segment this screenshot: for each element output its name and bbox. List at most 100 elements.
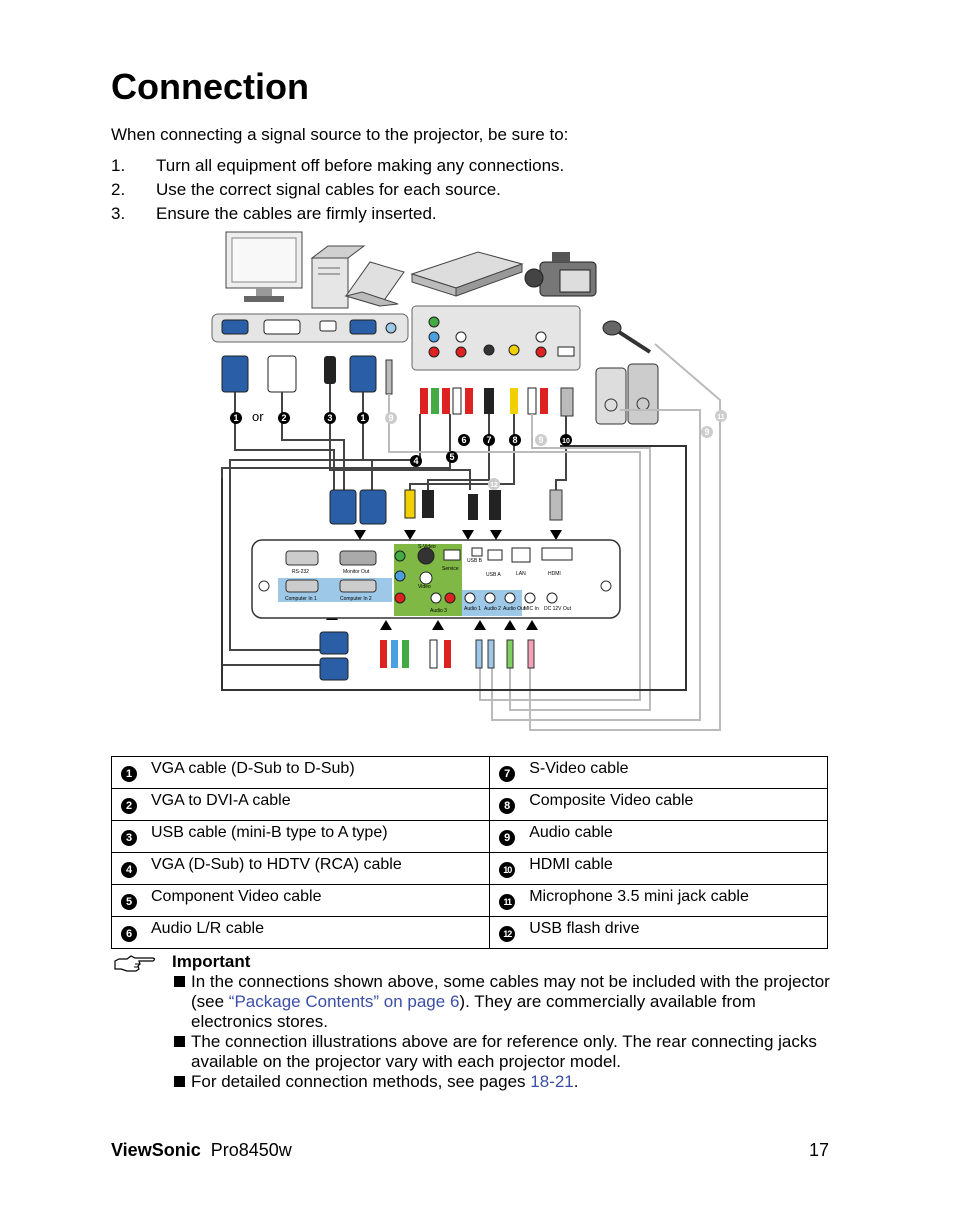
table-row: 1 VGA cable (D-Sub to D-Sub) 7 S-Video cab… (110, 756, 828, 789)
legend-number: 7 (499, 766, 516, 782)
legend-text: S-Video cable (529, 760, 629, 777)
note-text: In the connections shown above, some cab… (191, 972, 830, 1011)
marker-number: 3 (327, 413, 332, 423)
port-label-computer-in-2: Computer In 2 (340, 596, 372, 602)
bullet-icon (174, 1076, 185, 1087)
step-number: 3. (111, 204, 126, 223)
marker-number: 9 (538, 435, 543, 445)
port-label-lan: LAN (516, 571, 526, 577)
legend-number: 12 (499, 926, 516, 942)
note-text: For detailed connection methods, see pag… (191, 1072, 531, 1091)
port-label-video: Video (418, 584, 431, 590)
step-text: Ensure the cables are firmly inserted. (156, 204, 437, 223)
legend-number: 11 (499, 894, 516, 910)
port-label-usb-a: USB A (486, 572, 501, 578)
marker-number: 10 (562, 438, 570, 445)
legend-number: 2 (121, 798, 137, 814)
step-text: Turn all equipment off before making any… (156, 156, 565, 175)
pointing-hand-icon (114, 955, 156, 972)
page-title: Connection (111, 66, 309, 107)
important-notes: In the connections shown above, some cab… (172, 972, 832, 1092)
legend-number: 10 (499, 862, 516, 878)
page-number: 17 (809, 1140, 830, 1160)
port-label-s-video: S-Video (418, 544, 436, 550)
marker-number: 11 (717, 414, 725, 421)
legend-text: Component Video cable (151, 888, 322, 905)
note-text: ). They are commercially available from … (191, 992, 756, 1031)
note-text: The connection illustrations above are f… (191, 1032, 817, 1071)
camcorder-illustration (524, 252, 597, 297)
port-label-monitor-out: Monitor Out (343, 569, 370, 575)
port-label-usb-b: USB B (467, 558, 483, 564)
port-label-hdmi: HDMI (548, 571, 561, 577)
marker-number: 1 (360, 413, 365, 423)
marker-number: 6 (461, 435, 466, 445)
port-label-audio-3: Audio 3 (430, 608, 447, 614)
footer-brand: ViewSonic (111, 1140, 201, 1160)
marker-number: 8 (512, 435, 517, 445)
step-number: 2. (111, 180, 126, 199)
legend-number: 9 (499, 830, 516, 846)
monitor-illustration (225, 231, 303, 302)
marker-number: 2 (281, 413, 286, 423)
bullet-icon (174, 976, 185, 987)
legend-text: VGA cable (D-Sub to D-Sub) (151, 760, 355, 777)
table-row: 2 VGA to DVI-A cable 8 Composite Video cab… (110, 788, 828, 821)
or-label: or (252, 409, 264, 424)
table-row: 4 VGA (D-Sub) to HDTV (RCA) cable 10 HDMI … (110, 852, 828, 885)
port-label-rs232: RS-232 (292, 569, 309, 575)
port-label-audio-2: Audio 2 (484, 606, 501, 612)
marker-number: 7 (486, 435, 491, 445)
legend-number: 4 (121, 862, 137, 878)
legend-text: VGA to DVI-A cable (151, 792, 291, 809)
port-label-dc-out: DC 12V Out (544, 606, 572, 612)
port-label-audio-1: Audio 1 (464, 606, 481, 612)
legend-number: 6 (121, 926, 137, 942)
microphone-illustration (602, 320, 652, 354)
note-text: . (573, 1072, 579, 1091)
legend-text: HDMI cable (529, 856, 613, 873)
footer: ViewSonic Pro8450w (111, 1140, 292, 1161)
intro-text: When connecting a signal source to the p… (111, 125, 569, 144)
desktop-pc-illustration (310, 245, 366, 309)
legend-number: 3 (121, 830, 137, 846)
marker-number: 12 (490, 482, 498, 489)
note-item: In the connections shown above, some cab… (172, 972, 832, 1032)
step-text: Use the correct signal cables for each s… (156, 180, 501, 199)
legend-text: VGA (D-Sub) to HDTV (RCA) cable (151, 856, 402, 873)
legend-number: 1 (121, 766, 137, 782)
legend-text: Microphone 3.5 mini jack cable (529, 888, 749, 905)
marker-number: 1 (233, 413, 238, 423)
arrow-markers (326, 530, 562, 630)
speakers-illustration (595, 363, 659, 425)
note-item: The connection illustrations above are f… (172, 1032, 832, 1072)
rca-plugs-top (420, 387, 574, 417)
port-label-computer-in-1: Computer In 1 (285, 596, 317, 602)
pages-link[interactable]: 18-21 (530, 1072, 574, 1091)
dvd-player-illustration (410, 251, 524, 297)
marker-group: 1 2 3 1 9 6 7 8 9 10 4 5 12 9 11 (230, 410, 727, 490)
laptop-illustration (344, 261, 405, 307)
connection-diagram: RS-232 Monitor Out Computer In 1 Compute… (211, 231, 727, 731)
table-row: 3 USB cable (mini-B type to A type) 9 Audi… (110, 820, 828, 853)
cable-legend-table: 1 VGA cable (D-Sub to D-Sub) 7 S-Video cab… (110, 756, 828, 949)
legend-text: Composite Video cable (529, 792, 694, 809)
marker-number: 5 (449, 452, 454, 462)
footer-model: Pro8450w (210, 1140, 292, 1160)
package-contents-link[interactable]: “Package Contents” on page 6 (228, 992, 460, 1011)
legend-text: Audio cable (529, 824, 613, 841)
bullet-icon (174, 1036, 185, 1047)
port-label-mic-in: MIC In (524, 606, 539, 612)
important-title: Important (172, 952, 251, 971)
legend-number: 8 (499, 798, 516, 814)
marker-number: 9 (704, 427, 709, 437)
note-item: For detailed connection methods, see pag… (172, 1072, 832, 1092)
marker-number: 4 (413, 456, 418, 466)
step-number: 1. (111, 156, 126, 175)
port-label-audio-out: Audio Out (503, 606, 526, 612)
cable-lines (221, 384, 567, 666)
legend-text: USB cable (mini-B type to A type) (151, 824, 388, 841)
port-label-service: Service (442, 566, 459, 572)
